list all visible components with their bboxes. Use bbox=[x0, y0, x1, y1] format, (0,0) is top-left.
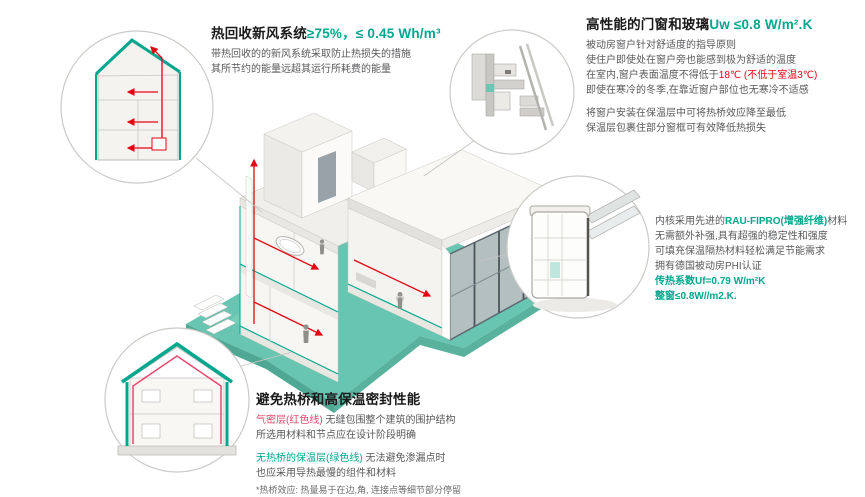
mini-house-floors bbox=[97, 74, 179, 160]
insulation-green-line bbox=[121, 341, 233, 384]
profile-line-1: 内核采用先进的RAU-FIPRO(增强纤维)材料 bbox=[655, 214, 865, 229]
glazing-pane bbox=[585, 189, 641, 224]
profile-uf-value: 传热系数Uf=0.79 W/m²K bbox=[655, 276, 766, 287]
thermal-envelope-circle bbox=[104, 327, 250, 473]
glazing-pane bbox=[585, 205, 641, 240]
glass-pane bbox=[518, 45, 548, 131]
thermal-line-2: 所选用材料和节点应在设计阶段明确 bbox=[256, 430, 416, 441]
ventilation-duct bbox=[353, 259, 432, 297]
thermal-line-3: 无热桥的保温层(绿色线) 无法避免渗漏点时 bbox=[256, 451, 596, 466]
insulation-edge bbox=[239, 263, 339, 313]
ventilation-title-text: 热回收新风系统 bbox=[211, 26, 307, 41]
mini-house-windows bbox=[141, 389, 213, 439]
profile-body bbox=[531, 211, 589, 299]
profile-text-block: 内核采用先进的RAU-FIPRO(增强纤维)材料 无需额外补强,具有超强的稳定性… bbox=[655, 214, 865, 304]
profile-chambers bbox=[534, 214, 586, 296]
profile-line-3: 可填充保温隔热材料轻松满足节能需求 bbox=[655, 246, 825, 257]
profile-line-4: 拥有德国被动房PHI认证 bbox=[655, 261, 762, 272]
insulation-fill bbox=[550, 262, 560, 278]
thermal-line-4: 也应采用导热最慢的组件和材料 bbox=[256, 468, 396, 479]
insulation-edge bbox=[239, 325, 339, 375]
ventilation-line-1: 带热回收的的新风系统采取防止热损失的措施 bbox=[211, 49, 411, 60]
windows-line-3-black: 在室内,窗户表面温度不得低于 bbox=[586, 70, 719, 81]
stair-tower bbox=[263, 112, 353, 219]
window-section-circle bbox=[449, 29, 575, 155]
profile-line-1-black: 内核采用先进的 bbox=[655, 216, 725, 227]
ventilation-detail-circle bbox=[60, 30, 214, 184]
windows-title-accent: Uw ≤0.8 W/m².K bbox=[709, 17, 813, 32]
heat-recovery-unit bbox=[151, 137, 167, 151]
roof-underside bbox=[125, 346, 229, 382]
profile-line-1-teal: RAU-FIPRO(增强纤维) bbox=[725, 216, 828, 227]
glass-pane bbox=[525, 43, 555, 127]
ground-slab bbox=[117, 445, 237, 456]
profile-shadow bbox=[533, 298, 617, 312]
windows-title-text: 高性能的门窗和玻璃 bbox=[586, 17, 710, 32]
windows-line-3-red: 18℃ (不低于室温3℃) bbox=[718, 70, 818, 81]
profile-line-2: 无需额外补强,具有超强的稳定性和强度 bbox=[655, 231, 828, 242]
window-profile-circle bbox=[506, 175, 650, 319]
windows-line-4: 即使在寒冷的冬季,在靠近窗户部位也无寒冷不适感 bbox=[586, 85, 809, 96]
roof-insulation-line bbox=[94, 38, 181, 76]
airtight-red-line bbox=[132, 355, 222, 444]
windows-line-3: 在室内,窗户表面温度不得低于18℃ (不低于室温3℃) bbox=[586, 68, 864, 83]
rooftop-volume bbox=[351, 137, 407, 193]
windows-line-5: 将窗户安装在保温层中可将热桥效应降至最低 bbox=[586, 108, 786, 119]
ventilation-line-2: 其所节约的能量远超其运行所耗费的能量 bbox=[211, 64, 391, 75]
ventilation-text-block: 热回收新风系统≥75%，≤ 0.45 Wh/m³ 带热回收的的新风系统采取防止热… bbox=[211, 22, 531, 77]
bathtub bbox=[275, 236, 305, 256]
thermal-text-block: 避免热桥和高保温密封性能 气密层(红色线) 无缝包围整个建筑的围护结构 所选用材… bbox=[256, 388, 596, 497]
insulation-edge bbox=[347, 283, 443, 329]
thermal-line-1-rest: 无缝包围整个建筑的围护结构 bbox=[322, 415, 456, 426]
profile-line-1-tail: 材料 bbox=[827, 216, 848, 227]
outdoor-stairs bbox=[193, 294, 237, 335]
thermal-line-3-teal: 无热桥的保温层(绿色线) bbox=[256, 453, 363, 464]
windows-line-6: 保温层包裹住部分窗框可有效降低热损失 bbox=[586, 123, 766, 134]
tower-window bbox=[318, 151, 336, 203]
thermal-line-1: 气密层(红色线) 无缝包围整个建筑的围护结构 bbox=[256, 413, 596, 428]
heat-recovery-airflow bbox=[126, 46, 163, 152]
corner-column bbox=[441, 243, 451, 341]
ventilation-title: 热回收新风系统≥75%，≤ 0.45 Wh/m³ bbox=[211, 22, 531, 42]
windows-line-2: 使住户即使处在窗户旁也能感到极为舒适的温度 bbox=[586, 55, 796, 66]
leader-lines bbox=[195, 137, 515, 369]
human-figures bbox=[303, 239, 403, 343]
thermal-line-3-rest: 无法避免渗漏点时 bbox=[362, 453, 446, 464]
ventilation-title-accent: ≥75%，≤ 0.45 Wh/m³ bbox=[306, 26, 441, 41]
thermal-footnote: *热桥效应: 热量易于在边,角, 连接点等细节部分停留 bbox=[256, 485, 462, 495]
windows-text-block: 高性能的门窗和玻璃Uw ≤0.8 W/m².K 被动房窗户针对舒适度的指导原则 … bbox=[586, 13, 864, 136]
floor-slab-upper bbox=[240, 264, 338, 320]
thermal-title: 避免热桥和高保温密封性能 bbox=[256, 392, 421, 407]
main-section-cut bbox=[239, 158, 339, 383]
thermal-line-1-pink: 气密层(红色线) bbox=[256, 415, 323, 426]
furniture bbox=[356, 272, 376, 289]
ventilation-ducts bbox=[250, 158, 324, 336]
windows-line-1: 被动房窗户针对舒适度的指导原则 bbox=[586, 40, 736, 51]
profile-uw-value: 整窗≤0.8W//m2.K. bbox=[655, 291, 737, 302]
house-cutaway bbox=[239, 112, 557, 383]
floor-slab-ground bbox=[240, 326, 338, 382]
insulation-block bbox=[486, 84, 494, 92]
windows-title: 高性能的门窗和玻璃Uw ≤0.8 W/m².K bbox=[586, 13, 864, 33]
service-shaft bbox=[245, 175, 253, 299]
